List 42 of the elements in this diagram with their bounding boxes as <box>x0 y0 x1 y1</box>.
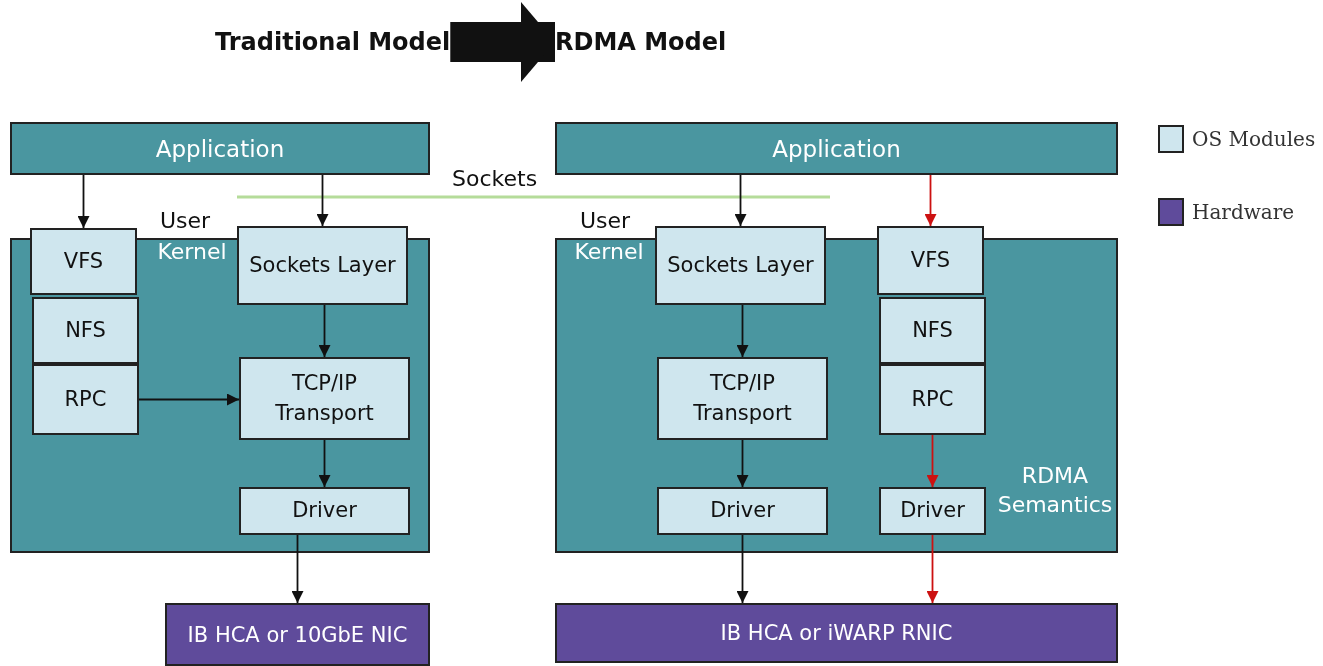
os-module-box: NFS <box>879 297 986 364</box>
arrow <box>138 393 240 406</box>
arrow <box>736 439 749 488</box>
os-module-box: Driver <box>657 487 828 535</box>
arrow <box>736 304 749 358</box>
legend-label: Hardware <box>1192 200 1295 224</box>
kernel-panel <box>555 238 1118 553</box>
application-layer-bar: Application <box>555 122 1118 175</box>
arrow <box>736 534 749 604</box>
os-module-box: TCP/IP Transport <box>239 357 410 440</box>
hardware-bar: IB HCA or 10GbE NIC <box>165 603 430 666</box>
layer-label: Kernel <box>156 238 228 266</box>
space-label: User <box>580 208 631 233</box>
os-module-box: Sockets Layer <box>655 226 826 305</box>
arrow <box>734 174 747 227</box>
os-module-box: Driver <box>239 487 410 535</box>
os-module-box: VFS <box>30 228 137 295</box>
interface-label: Sockets <box>452 166 538 191</box>
model-heading: Traditional Model <box>215 18 451 66</box>
os-module-box: Sockets Layer <box>237 226 408 305</box>
legend-label: OS Modules <box>1192 127 1316 151</box>
hardware-bar: IB HCA or iWARP RNIC <box>555 603 1118 663</box>
os-module-box: TCP/IP Transport <box>657 357 828 440</box>
arrow <box>291 534 304 604</box>
os-module-box: RPC <box>32 364 139 435</box>
space-label: User <box>160 208 211 233</box>
arrow <box>318 304 331 358</box>
model-heading: RDMA Model <box>555 18 727 66</box>
arrow <box>316 174 329 227</box>
transition-arrow <box>450 2 555 82</box>
annotation-text: RDMA Semantics <box>996 462 1114 519</box>
arrow <box>926 534 939 604</box>
os-module-box: VFS <box>877 226 984 295</box>
os-module-box: RPC <box>879 364 986 435</box>
arrow <box>318 439 331 488</box>
os-module-box: Driver <box>879 487 986 535</box>
layer-label: Kernel <box>573 238 645 266</box>
arrow <box>926 434 939 488</box>
os-module-box: NFS <box>32 297 139 364</box>
arrow <box>77 174 90 229</box>
application-layer-bar: Application <box>10 122 430 175</box>
arrow <box>924 174 937 227</box>
